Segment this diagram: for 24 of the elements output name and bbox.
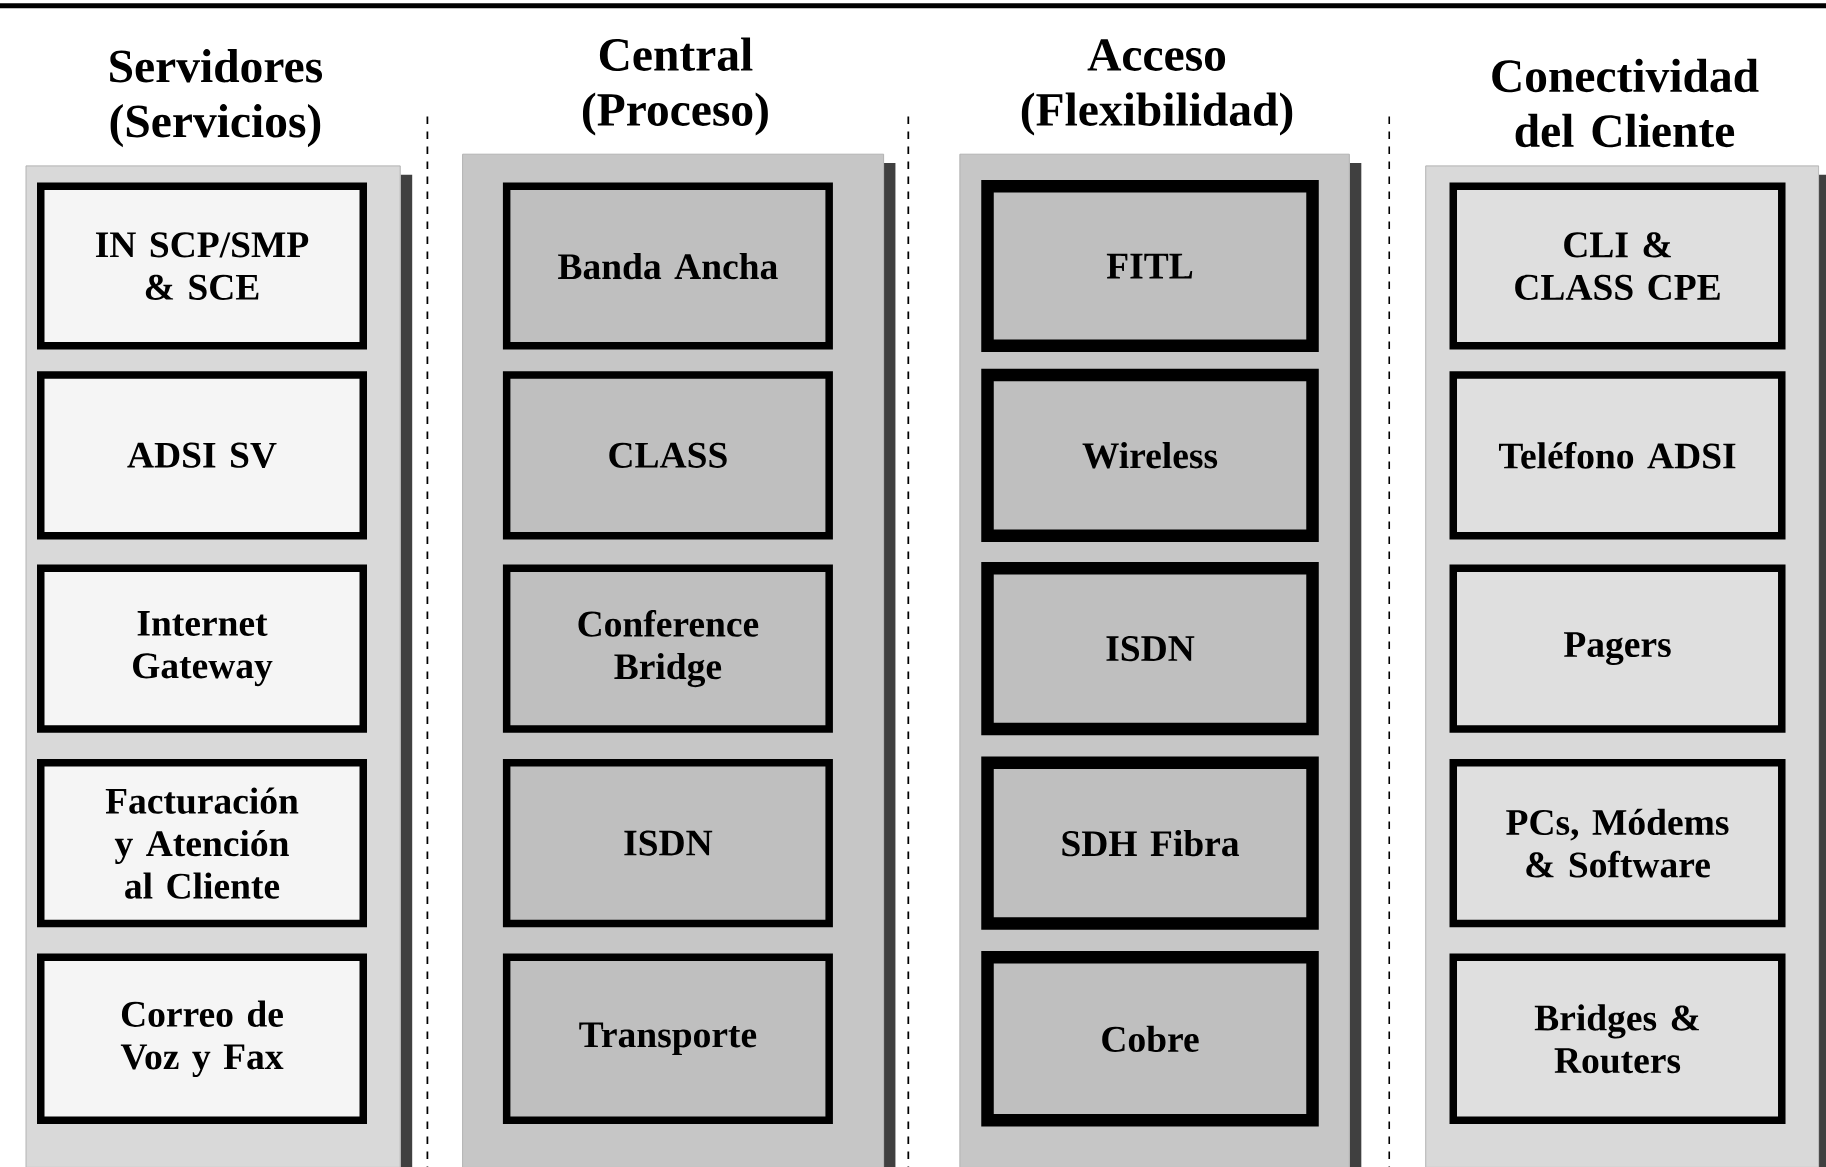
component-box: ADSI SV: [37, 371, 367, 540]
component-box: CLI & CLASS CPE: [1449, 182, 1786, 350]
component-box: Correo de Voz y Fax: [37, 953, 367, 1125]
component-box: Bridges & Routers: [1449, 953, 1786, 1125]
column-heading: Central (Proceso): [582, 37, 768, 136]
component-box: IN SCP/SMP & SCE: [37, 182, 367, 350]
column-heading: Conectividad del Cliente: [1492, 58, 1759, 148]
component-box: Wireless: [981, 368, 1319, 542]
component-box: Pagers: [1449, 564, 1786, 733]
component-box: Banda Ancha: [502, 182, 833, 350]
component-box: SDH Fibra: [981, 756, 1319, 930]
component-box: Cobre: [981, 951, 1319, 1127]
component-box: Transporte: [502, 953, 833, 1125]
component-box: Internet Gateway: [37, 564, 367, 733]
component-box: Facturación y Atención al Cliente: [37, 759, 367, 928]
component-box: FITL: [981, 180, 1319, 353]
component-box: Conference Bridge: [502, 564, 833, 733]
component-box: PCs, Módems & Software: [1449, 759, 1786, 928]
component-box: CLASS: [502, 371, 833, 540]
component-box: Teléfono ADSI: [1449, 371, 1786, 540]
column-heading: Acceso (Flexibilidad): [1021, 39, 1293, 136]
component-box: ISDN: [502, 759, 833, 928]
component-box: ISDN: [981, 562, 1319, 736]
column-heading: Servidores (Servicios): [110, 49, 322, 148]
